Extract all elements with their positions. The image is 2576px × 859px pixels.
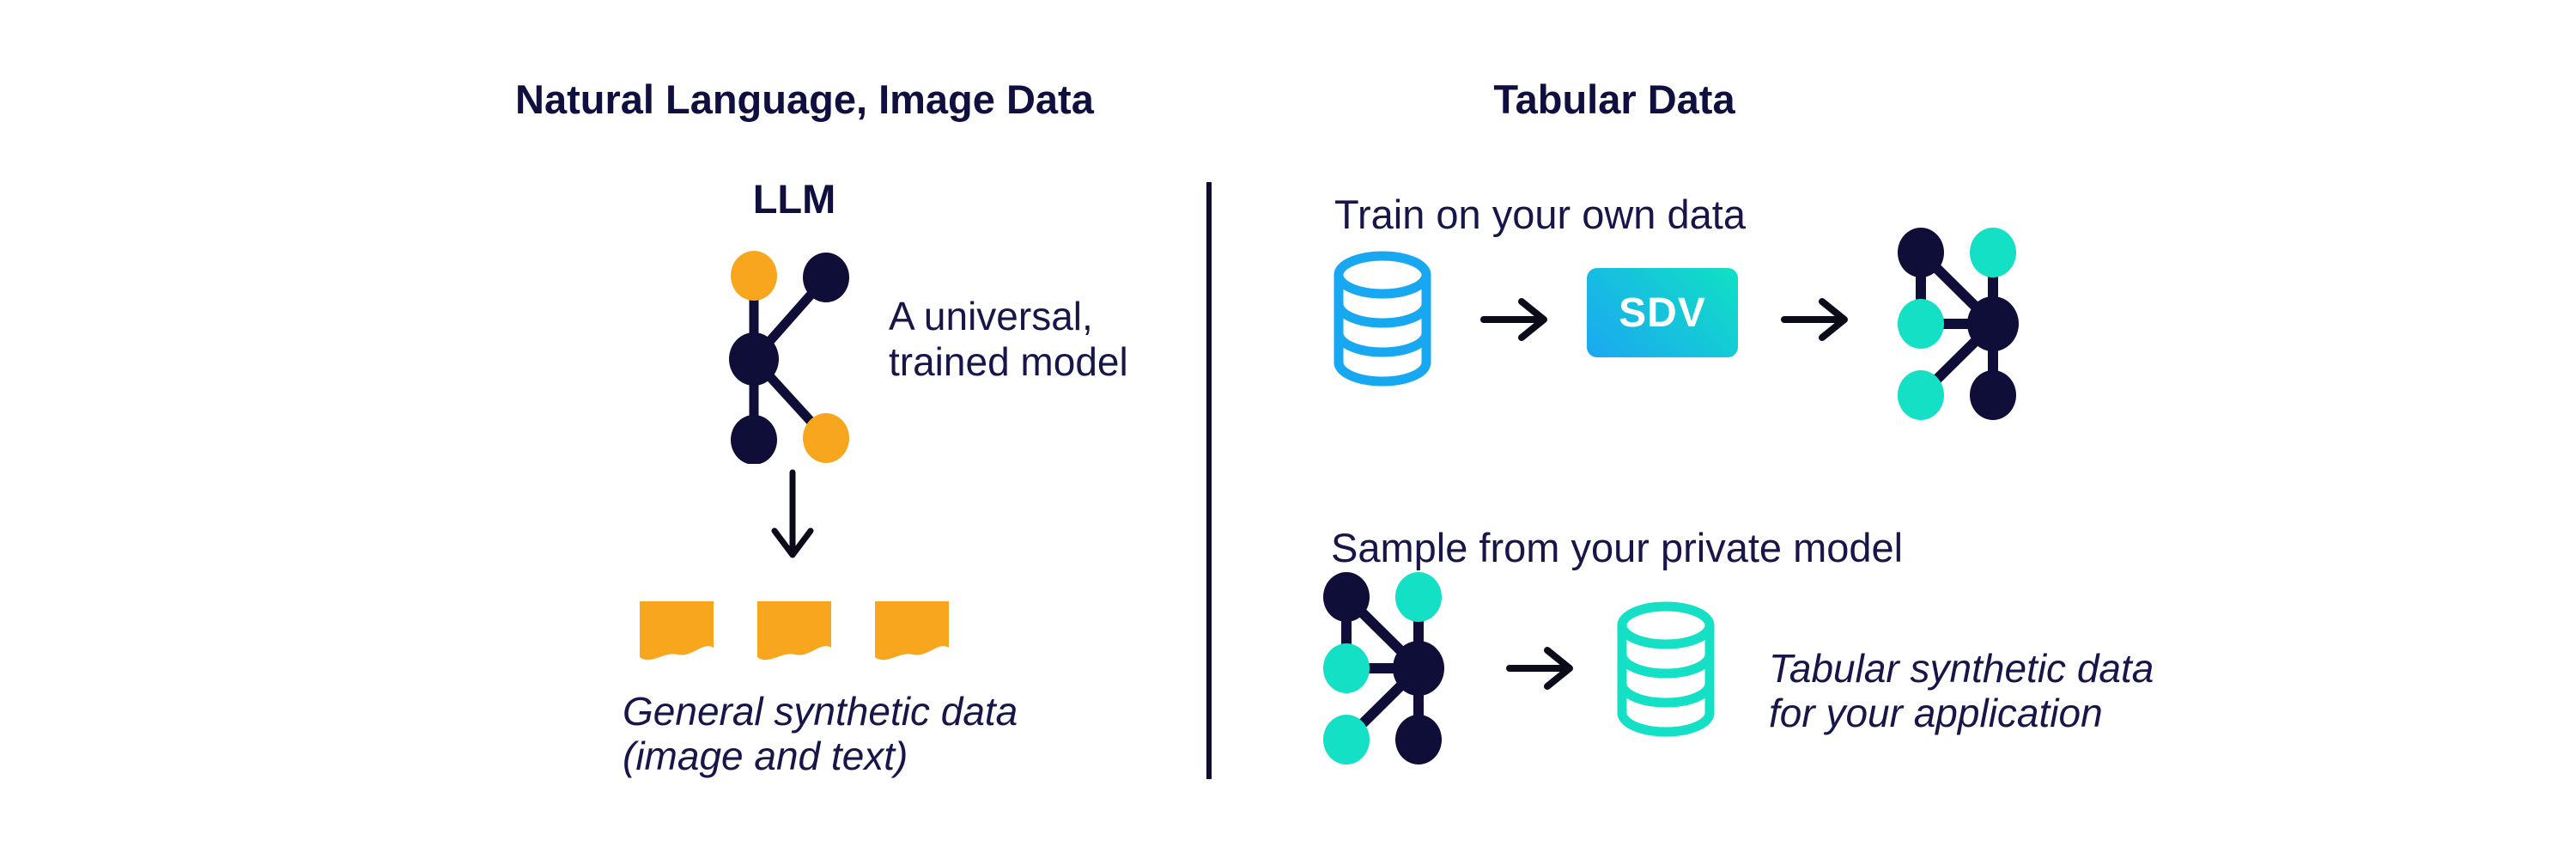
left-output-caption-line1: General synthetic data xyxy=(623,689,1018,734)
train-heading: Train on your own data xyxy=(1334,192,1746,237)
sdv-label: SDV xyxy=(1619,289,1706,336)
llm-caption-line1: A universal, xyxy=(889,294,1093,338)
vertical-divider xyxy=(1206,182,1212,779)
sdv-box: SDV xyxy=(1587,268,1738,357)
document-icon-1 xyxy=(640,601,714,668)
left-output-caption-line2: (image and text) xyxy=(623,734,908,778)
left-output-caption: General synthetic data (image and text) xyxy=(623,689,1018,778)
down-arrow-icon xyxy=(767,469,818,565)
left-column-title: Natural Language, Image Data xyxy=(515,76,1094,122)
document-icon-2 xyxy=(757,601,831,668)
private-model-network-icon xyxy=(1320,570,1447,768)
teal-database-icon xyxy=(1613,600,1719,739)
right-output-caption: Tabular synthetic data for your applicat… xyxy=(1769,646,2154,735)
trained-model-network-icon xyxy=(1894,226,2021,423)
right-output-caption-line2: for your application xyxy=(1769,691,2103,735)
right-arrow-icon-2 xyxy=(1779,294,1851,345)
llm-network-icon xyxy=(726,247,851,464)
sample-heading: Sample from your private model xyxy=(1331,525,1904,570)
right-column-title: Tabular Data xyxy=(1493,76,1735,122)
llm-caption-line2: trained model xyxy=(889,339,1128,384)
right-arrow-icon-1 xyxy=(1479,294,1551,345)
right-arrow-icon-3 xyxy=(1504,643,1577,694)
right-output-caption-line1: Tabular synthetic data xyxy=(1769,646,2154,691)
llm-caption: A universal, trained model xyxy=(889,294,1128,385)
document-icon-3 xyxy=(875,601,949,668)
blue-database-icon xyxy=(1329,249,1436,388)
llm-label: LLM xyxy=(752,176,836,222)
